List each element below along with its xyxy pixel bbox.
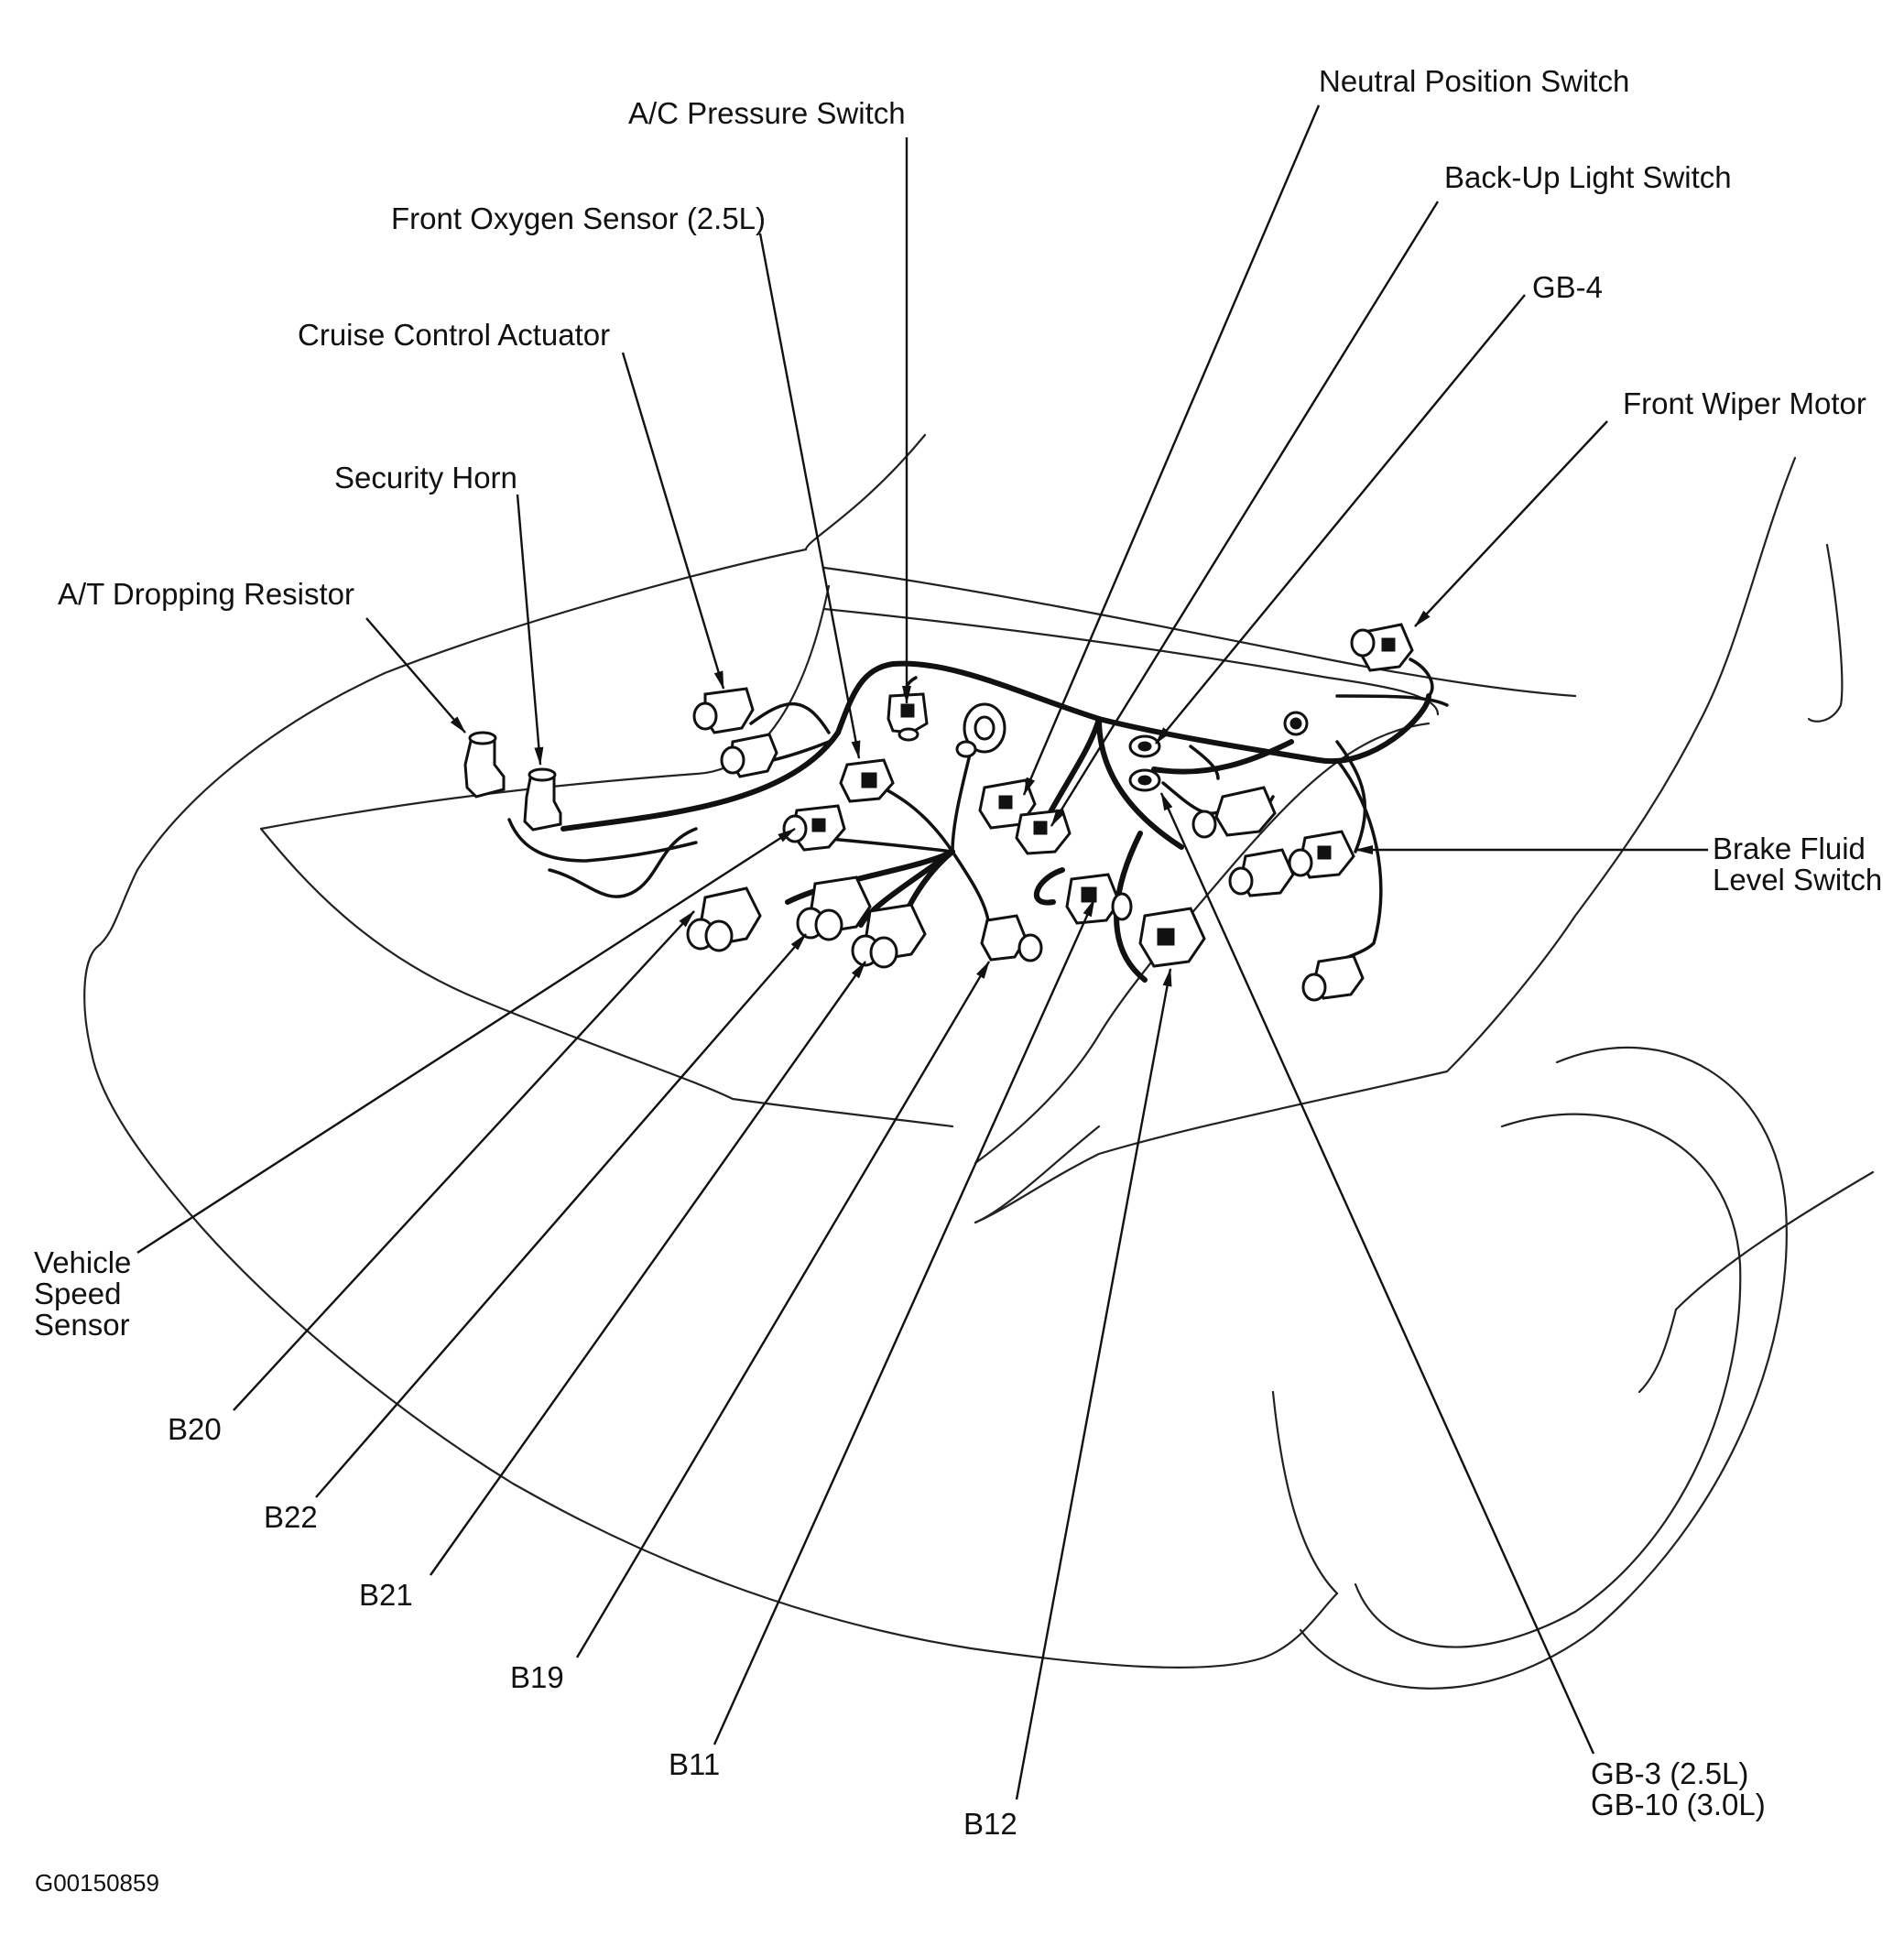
label-b20: B20 [168, 1412, 222, 1446]
b11-connector [1065, 873, 1133, 925]
figure-id: G00150859 [35, 1869, 159, 1897]
security-horn-connector [523, 767, 562, 832]
b21-connector [851, 903, 927, 969]
brake-fluid-level-switch-connector [1288, 830, 1355, 879]
b22-connector [796, 875, 872, 941]
label-vehicle-speed-sensor-line-1: Vehicle [34, 1245, 131, 1279]
leader-gb4 [1155, 294, 1526, 745]
vehicle-body-outline [83, 433, 1875, 1690]
connectors [463, 623, 1414, 1002]
leader-b11 [713, 898, 1096, 1745]
label-neutral-position-switch: Neutral Position Switch [1319, 64, 1629, 98]
cruise-control-connector-1 [692, 687, 755, 734]
leader-neutral-position-switch [1022, 104, 1321, 796]
label-b12: B12 [963, 1807, 1017, 1841]
label-brake-fluid-level-switch-line-1: Brake Fluid [1713, 832, 1866, 865]
engine-sensor-connector [1191, 786, 1277, 839]
leader-b20 [233, 910, 695, 1411]
leader-back-up-light-switch [1050, 201, 1440, 827]
label-gb4: GB-4 [1532, 270, 1603, 304]
leader-front-oxygen-sensor [758, 233, 861, 759]
ac-pressure-switch-connector [887, 692, 929, 742]
component-labels: Neutral Position Switch A/C Pressure Swi… [34, 64, 1882, 1841]
gb3-gb10-ground-terminal [1128, 768, 1161, 792]
leader-lines [136, 104, 1708, 1800]
front-wiper-motor-connector [1350, 623, 1414, 672]
small-round-connector [1283, 711, 1309, 736]
label-front-wiper-motor: Front Wiper Motor [1623, 386, 1866, 420]
leader-b22 [315, 933, 807, 1498]
leader-at-dropping-resistor [365, 617, 466, 734]
leader-front-wiper-motor [1414, 420, 1608, 627]
leader-cruise-control-actuator [621, 352, 725, 690]
label-vehicle-speed-sensor-line-2: Speed [34, 1277, 121, 1310]
leader-vehicle-speed-sensor [136, 827, 796, 1255]
leader-gb3-gb10 [1159, 792, 1595, 1755]
ac-pressure-sensor-bulb [955, 702, 1006, 758]
vehicle-speed-sensor-connector [782, 804, 846, 852]
label-at-dropping-resistor: A/T Dropping Resistor [58, 577, 354, 611]
at-dropping-resistor-connector [463, 731, 506, 799]
label-b21: B21 [359, 1578, 413, 1612]
back-up-light-switch-connector [1015, 809, 1072, 855]
label-vehicle-speed-sensor-line-3: Sensor [34, 1308, 130, 1342]
leader-b19 [575, 961, 991, 1658]
label-back-up-light-switch: Back-Up Light Switch [1444, 160, 1732, 194]
front-oxygen-sensor-connector [839, 758, 895, 803]
label-b11: B11 [669, 1747, 720, 1781]
b19-connector [980, 914, 1043, 962]
cruise-control-connector-2 [720, 733, 778, 778]
lower-right-connector [1301, 954, 1365, 1002]
label-gb10-line-2: GB-10 (3.0L) [1591, 1788, 1766, 1821]
label-b19: B19 [510, 1660, 564, 1694]
label-cruise-control-actuator: Cruise Control Actuator [298, 318, 610, 352]
leader-b12 [1015, 968, 1172, 1800]
label-front-oxygen-sensor: Front Oxygen Sensor (2.5L) [391, 201, 766, 235]
label-ac-pressure-switch: A/C Pressure Switch [628, 96, 906, 130]
gb4-ground-terminal [1128, 734, 1161, 758]
leader-security-horn [516, 494, 544, 766]
brake-fluid-connector-1 [1228, 848, 1295, 897]
label-b22: B22 [264, 1500, 318, 1534]
label-gb3-line-1: GB-3 (2.5L) [1591, 1756, 1748, 1790]
label-brake-fluid-level-switch-line-2: Level Switch [1713, 863, 1882, 897]
label-security-horn: Security Horn [334, 461, 517, 495]
b20-connector [686, 886, 762, 952]
leader-b21 [430, 961, 866, 1576]
b12-connector [1138, 907, 1206, 968]
